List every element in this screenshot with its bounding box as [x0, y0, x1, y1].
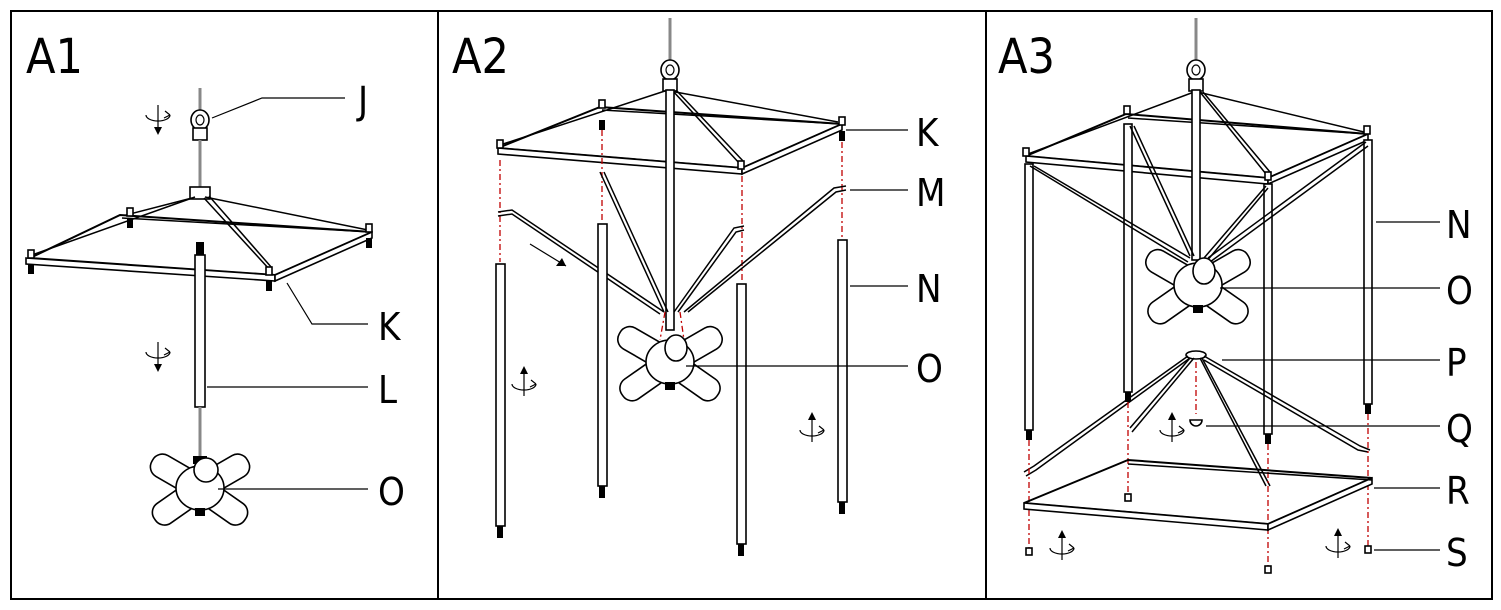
- part-label-o: O: [378, 470, 405, 514]
- part-label-k: K: [916, 111, 940, 155]
- leader-line: [211, 97, 345, 119]
- panel-title: A3: [998, 29, 1055, 85]
- alignment-guide: [679, 311, 685, 341]
- arms: [1029, 125, 1369, 263]
- rods-n: [495, 223, 848, 556]
- part-label-n: N: [1446, 203, 1472, 247]
- rotate-arrow-icon: [511, 366, 537, 396]
- frame-k: [1022, 89, 1371, 261]
- rod-l: [194, 242, 206, 458]
- diagram-border: [10, 10, 1493, 600]
- part-label-l: L: [378, 368, 397, 412]
- rotate-arrow-icon: [145, 342, 171, 372]
- eye-hook: [190, 109, 210, 141]
- direction-arrow-icon: [529, 243, 567, 267]
- part-label-p: P: [1446, 341, 1467, 385]
- fixture-o: [1144, 248, 1252, 325]
- panel-a3: A3: [998, 18, 1473, 575]
- frame-k: [25, 186, 373, 291]
- frame-r: [1023, 458, 1373, 532]
- arms-m: [497, 171, 847, 315]
- lower-arms-p: [1023, 350, 1371, 487]
- rotate-arrow-icon: [1325, 528, 1351, 558]
- part-label-k: K: [378, 305, 402, 349]
- fixture-o: [149, 453, 251, 526]
- panel-title: A2: [452, 29, 509, 85]
- part-label-o: O: [1446, 269, 1473, 313]
- rotate-arrow-icon: [145, 105, 171, 135]
- panel-title: A1: [26, 29, 83, 85]
- part-label-q: Q: [1446, 407, 1473, 451]
- fixture-o: [616, 325, 724, 402]
- part-label-r: R: [1446, 469, 1470, 513]
- rotate-arrow-icon: [799, 412, 825, 442]
- frame-k: [496, 89, 846, 331]
- part-label-s: S: [1446, 531, 1468, 575]
- part-label-n: N: [916, 267, 942, 311]
- eye-hook: [1186, 59, 1206, 92]
- rotate-arrow-icon: [1049, 530, 1075, 560]
- eye-hook: [660, 59, 680, 92]
- part-label-m: M: [916, 171, 946, 215]
- leader-line: [286, 282, 368, 325]
- panel-a2: A2: [452, 18, 946, 556]
- cap-q: [1189, 419, 1203, 427]
- rotate-arrow-icon: [1159, 412, 1185, 442]
- rods-n: [1024, 123, 1373, 444]
- alignment-guide: [659, 311, 666, 341]
- part-label-j: J: [356, 79, 368, 123]
- panel-a1: A1: [25, 29, 405, 526]
- part-label-o: O: [916, 347, 943, 391]
- caps-s: [1025, 493, 1372, 574]
